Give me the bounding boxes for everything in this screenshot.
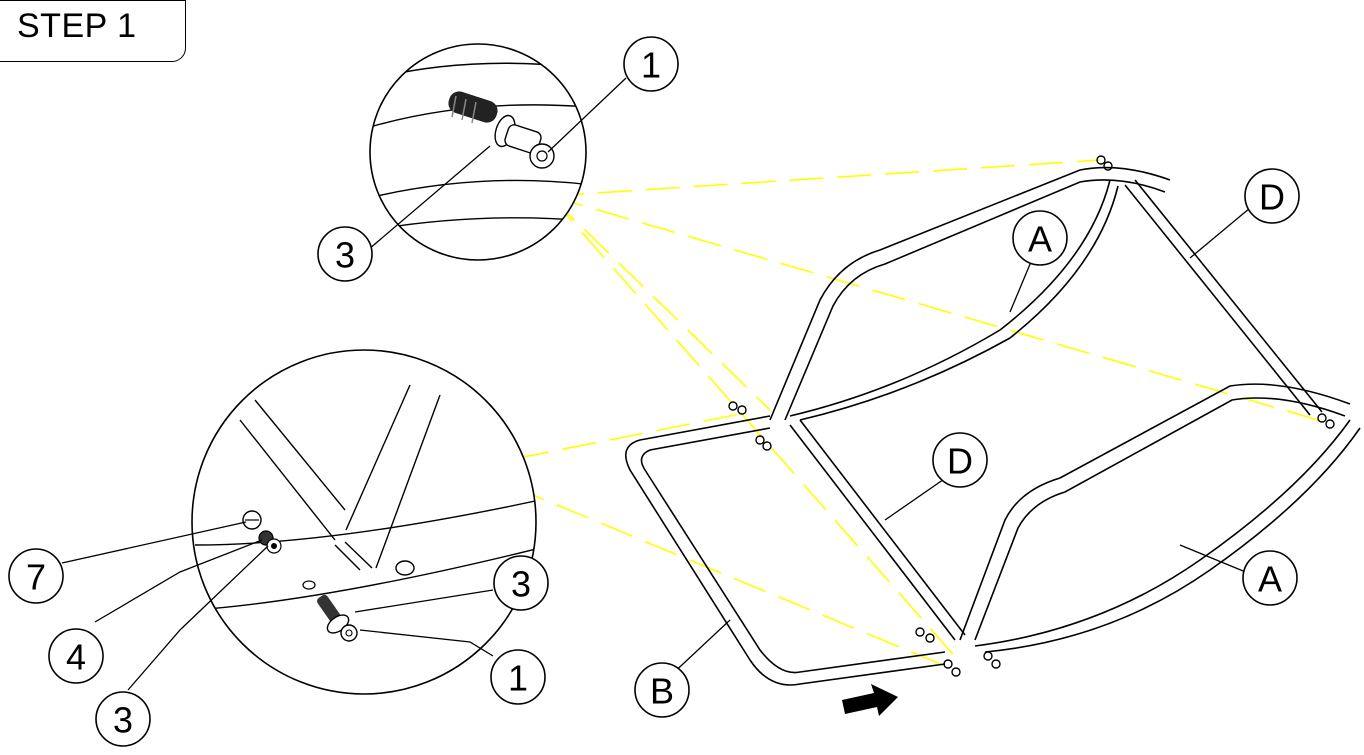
guide-lines	[467, 159, 1336, 669]
bolt-detail	[317, 594, 358, 642]
leader-line	[884, 474, 951, 521]
tube-A	[974, 397, 1346, 641]
hardware-stack	[242, 510, 282, 554]
tube-D	[789, 424, 956, 641]
guide-line	[549, 195, 771, 411]
tube-D	[1134, 179, 1323, 413]
tube-A	[984, 427, 1361, 653]
callout-label: A	[1028, 219, 1052, 260]
tube-B	[640, 427, 946, 674]
callout-circle	[1242, 550, 1298, 606]
tube-D	[799, 419, 966, 636]
leader-line	[361, 145, 491, 256]
callout-label: B	[650, 671, 674, 712]
step-title: STEP 1	[17, 7, 137, 45]
leader-line	[61, 521, 247, 564]
callout-circle	[317, 226, 373, 282]
callout-label: 3	[113, 700, 133, 741]
leader-line	[354, 589, 494, 613]
tube-A	[789, 179, 1111, 417]
callout-label: D	[947, 441, 973, 482]
callout-label: 1	[508, 658, 528, 699]
tube-B	[624, 415, 946, 686]
callout-label: 3	[511, 564, 531, 605]
guide-line	[549, 195, 959, 661]
leader-line	[547, 77, 627, 153]
tube-D	[1124, 184, 1311, 416]
detail-circle-top	[369, 43, 587, 261]
leader-line	[94, 539, 263, 623]
callout-circle	[634, 662, 690, 718]
callout-label: 3	[335, 235, 355, 276]
step-label-box: STEP 1	[0, 0, 186, 62]
tube-A	[769, 166, 1171, 421]
callout-circle	[1244, 168, 1300, 224]
callout-circle	[493, 555, 549, 611]
leader-line	[127, 545, 269, 691]
callout-circle	[1012, 210, 1068, 266]
callout-circle	[48, 628, 104, 684]
callout-label: 1	[641, 45, 661, 86]
callout-circle	[623, 36, 679, 92]
detail-circle-left	[191, 349, 537, 695]
arrow-right-icon	[842, 684, 898, 716]
tube-A	[974, 419, 1351, 647]
callout-label: D	[1259, 177, 1285, 218]
callouts	[8, 36, 1300, 747]
leader-line	[1189, 207, 1251, 259]
callout-labels: 1 3 7 4 3 3 1 D A D A B	[26, 45, 1285, 741]
guide-line	[549, 195, 1336, 426]
callout-label: 7	[26, 557, 46, 598]
tube-A	[959, 383, 1351, 641]
bolt-detail	[448, 91, 555, 169]
callout-circle	[95, 691, 151, 747]
frame-assembly	[624, 155, 1361, 686]
callout-circle	[932, 432, 988, 488]
leader-line	[1179, 544, 1249, 574]
leader-line	[1009, 256, 1034, 313]
callout-circle	[490, 649, 546, 705]
callout-label: 4	[66, 637, 86, 678]
leader-lines	[61, 77, 1251, 691]
tube-A	[799, 185, 1119, 421]
leader-line	[359, 629, 494, 657]
guide-line	[467, 467, 951, 669]
callout-label: A	[1258, 559, 1282, 600]
callout-circle	[8, 548, 64, 604]
guide-line	[549, 159, 1101, 197]
